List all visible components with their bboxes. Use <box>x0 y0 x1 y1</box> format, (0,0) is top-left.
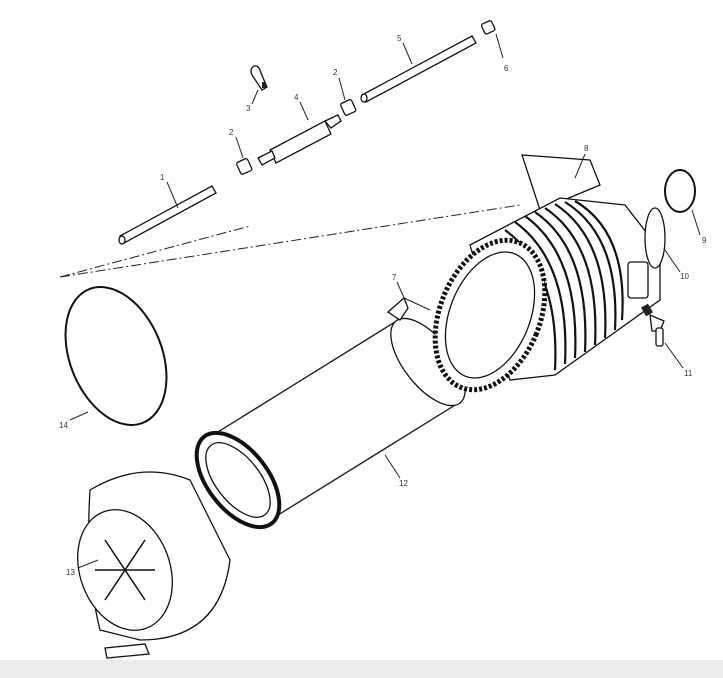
part-12-filter-element[interactable] <box>180 306 478 542</box>
part-1-tube[interactable] <box>118 185 217 245</box>
part-8-housing[interactable] <box>414 154 666 406</box>
label-part-11: 11 <box>684 369 693 378</box>
part-6-cap[interactable] <box>480 20 496 35</box>
part-5-tube[interactable] <box>360 35 477 103</box>
label-part-7: 7 <box>392 273 397 282</box>
part-14-o-ring[interactable] <box>46 272 185 440</box>
label-part-9: 9 <box>702 236 707 245</box>
part-3-clamp[interactable] <box>250 65 268 91</box>
part-2-sleeve-a[interactable] <box>236 158 253 175</box>
part-13-cover[interactable] <box>62 471 231 659</box>
label-part-12: 12 <box>399 479 408 488</box>
label-part-13: 13 <box>66 568 75 577</box>
leader-lines <box>69 33 701 569</box>
label-part-4: 4 <box>294 93 299 102</box>
housing-label-plate <box>627 261 649 299</box>
part-10-gasket[interactable] <box>644 207 666 269</box>
label-part-3: 3 <box>246 104 251 113</box>
part-4-restriction-indicator[interactable] <box>257 114 342 166</box>
footer-strip <box>0 660 723 678</box>
label-part-10: 10 <box>680 272 689 281</box>
label-part-5: 5 <box>397 34 402 43</box>
label-part-14: 14 <box>59 421 68 430</box>
cover-star-icon <box>95 539 155 601</box>
label-part-8: 8 <box>584 144 589 153</box>
part-11-fitting[interactable] <box>641 303 665 347</box>
label-part-1: 1 <box>160 173 165 182</box>
part-9-o-ring[interactable] <box>664 169 696 213</box>
part-7-clip[interactable] <box>386 296 431 321</box>
label-part-2b: 2 <box>333 68 338 77</box>
part-2-sleeve-b[interactable] <box>340 99 357 116</box>
label-part-2a: 2 <box>229 128 234 137</box>
assembly-axis-line <box>59 204 521 278</box>
label-part-6: 6 <box>504 64 509 73</box>
cover-dust-valve[interactable] <box>104 643 150 659</box>
